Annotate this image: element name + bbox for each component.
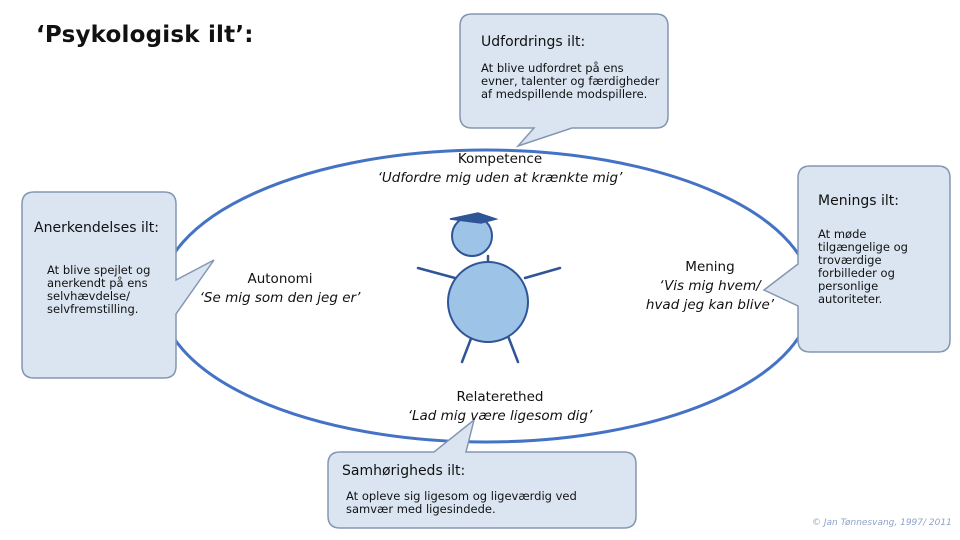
stick-figure-icon: [416, 212, 562, 364]
callout-samhoerighed-heading: Samhørigheds ilt:: [342, 463, 466, 479]
figure-cap: [449, 212, 499, 224]
figure-body: [447, 261, 529, 343]
node-mening: Mening ‘Vis mig hvem/ hvad jeg kan blive…: [630, 258, 790, 315]
callout-samhoerighed-body: At opleve sig ligesom og ligeværdig ved …: [346, 489, 577, 516]
callout-mening-heading: Menings ilt:: [818, 193, 899, 209]
node-mening-quote-line2: hvad jeg kan blive’: [645, 297, 775, 313]
node-relaterethed-label: Relaterethed: [456, 389, 544, 405]
callout-mening: [762, 165, 951, 353]
copyright-credit: © Jan Tønnesvang, 1997/ 2011: [812, 518, 952, 528]
node-kompetence: Kompetence ‘Udfordre mig uden at krænkte…: [340, 150, 660, 188]
node-kompetence-quote: ‘Udfordre mig uden at krænkte mig’: [377, 170, 623, 186]
node-relaterethed: Relaterethed ‘Lad mig være ligesom dig’: [370, 388, 630, 426]
callout-udfordring-body: At blive udfordret på ens evner, talente…: [481, 61, 660, 101]
callout-anerkendelse: [21, 191, 215, 379]
callout-udfordring-heading: Udfordrings ilt:: [481, 34, 586, 50]
node-relaterethed-quote: ‘Lad mig være ligesom dig’: [407, 408, 593, 424]
callout-udfordring: [459, 13, 669, 148]
node-autonomi-quote: ‘Se mig som den jeg er’: [199, 290, 361, 306]
callout-samhoerighed: [327, 418, 637, 529]
node-autonomi: Autonomi ‘Se mig som den jeg er’: [190, 270, 370, 308]
callout-anerkendelse-heading: Anerkendelses ilt:: [34, 220, 159, 236]
callout-mening-body: At møde tilgængelige og troværdige forbi…: [818, 227, 908, 306]
node-mening-label: Mening: [685, 259, 735, 275]
node-mening-quote-line1: ‘Vis mig hvem/: [659, 278, 761, 294]
node-kompetence-label: Kompetence: [457, 151, 543, 167]
node-autonomi-label: Autonomi: [247, 271, 313, 287]
page-title: ‘Psykologisk ilt’:: [36, 22, 254, 48]
callout-anerkendelse-body: At blive spejlet og anerkendt på ens sel…: [47, 263, 151, 316]
